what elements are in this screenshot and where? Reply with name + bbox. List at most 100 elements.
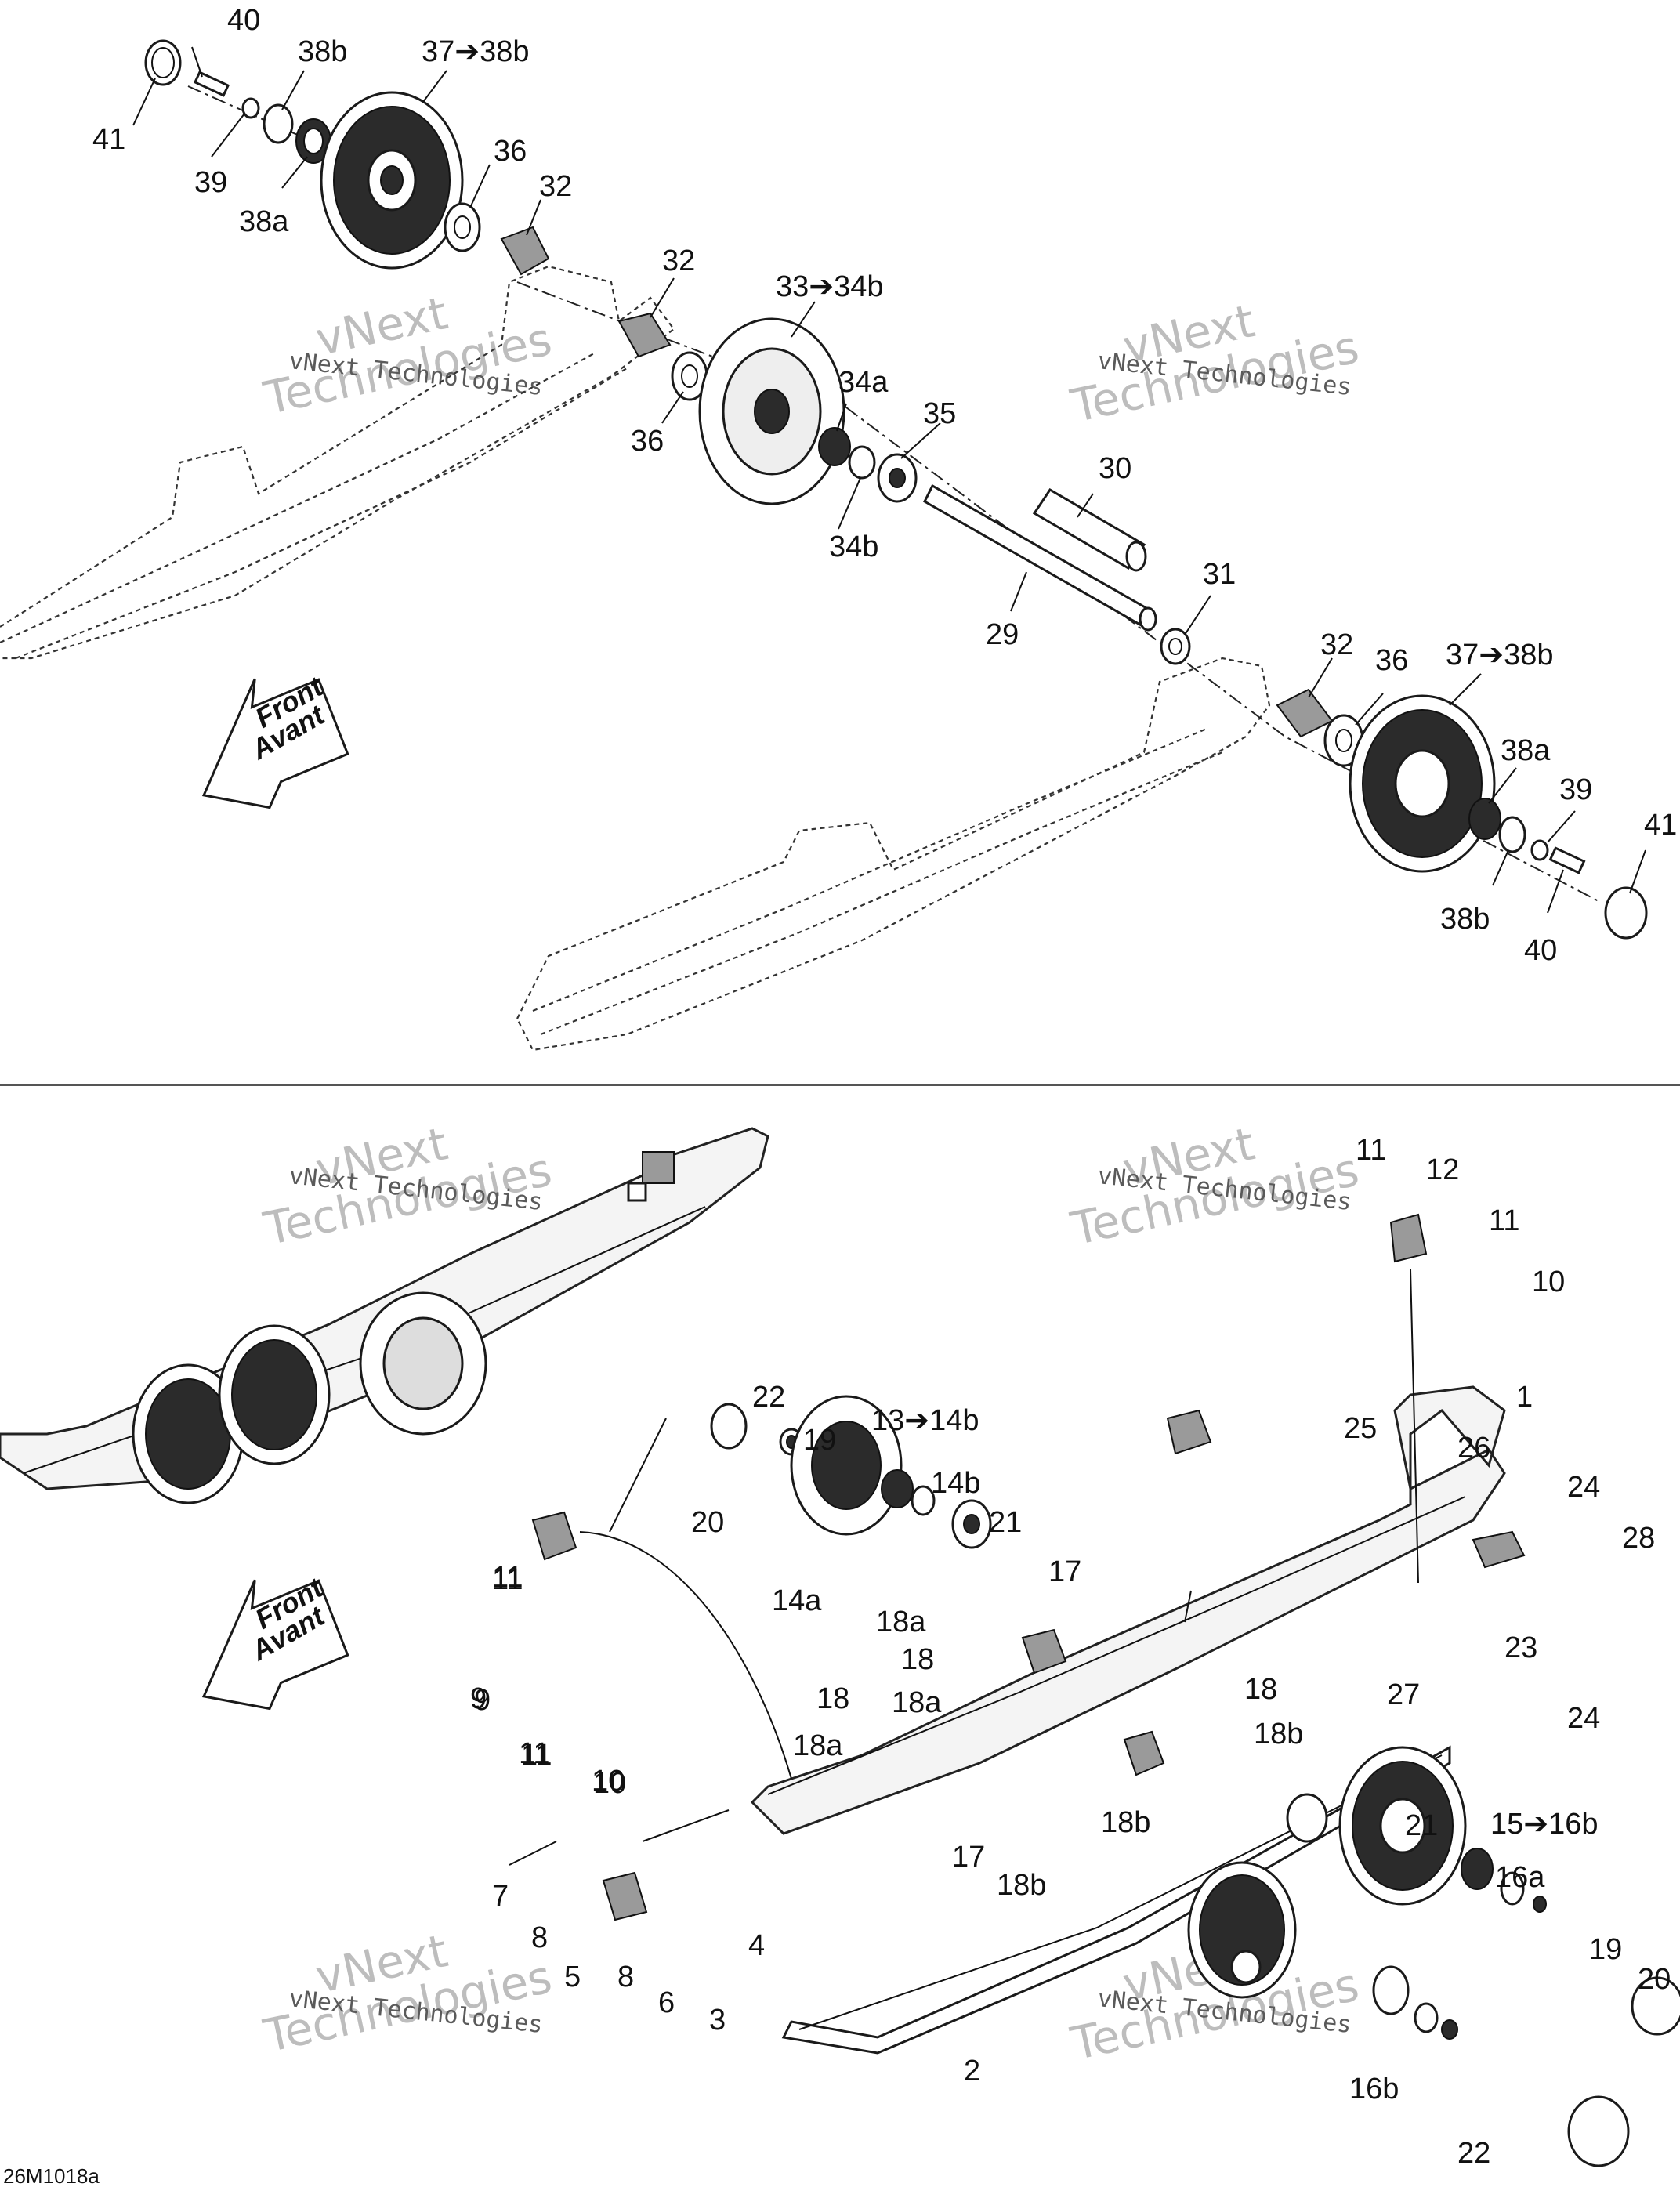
assembled-rail-left <box>0 1127 769 1504</box>
leader-lines <box>132 46 1646 1866</box>
callout: 37➔38b <box>422 35 530 68</box>
bolt-40b <box>1548 846 1586 874</box>
callout: 20 <box>691 1506 724 1539</box>
bushing-32b <box>617 312 672 358</box>
callout: 18b <box>997 1869 1046 1902</box>
callout: 14a <box>772 1584 822 1617</box>
callout: 16a <box>1495 1861 1545 1894</box>
callout: 34b <box>829 530 878 563</box>
callout: 41 <box>1644 809 1677 842</box>
callout: 18b <box>1254 1718 1303 1751</box>
callout: 18 <box>1244 1673 1277 1706</box>
dust-cap-41b <box>1604 886 1648 940</box>
front-arrow-bottom: Front Avant <box>201 1570 349 1711</box>
callout: 11 <box>519 1737 549 1770</box>
callout: 12 <box>1426 1153 1459 1186</box>
axle-group <box>923 483 1191 665</box>
callout: 18a <box>892 1686 942 1719</box>
slider-blocks <box>531 1213 1526 1921</box>
ring-38b-b <box>1498 816 1526 853</box>
callout: 11 <box>492 1563 523 1596</box>
drawing-code: 26M1018a <box>3 2164 100 2187</box>
bottom-wheel-assembly <box>1187 1746 1680 2167</box>
callout: 28 <box>1622 1522 1655 1555</box>
callout: 18 <box>901 1643 934 1676</box>
callout: 10 <box>1532 1265 1565 1298</box>
washer-39 <box>241 97 260 119</box>
wheel-13-assembly <box>710 1395 992 1549</box>
callout: 18a <box>793 1729 843 1762</box>
callout: 29 <box>986 618 1019 651</box>
callout: 11 <box>1489 1204 1519 1237</box>
callout: 38a <box>1501 734 1551 767</box>
callout: 26 <box>1457 1432 1490 1465</box>
callout: 24 <box>1567 1471 1600 1504</box>
callout: 16b <box>1349 2073 1399 2106</box>
callout: 21 <box>1405 1809 1438 1842</box>
callout: 32 <box>1320 628 1353 661</box>
bushing-32 <box>500 226 550 276</box>
callout: 5 <box>564 1961 581 1993</box>
callouts-bottom: 11 12 11 10 22 13➔14b 19 20 14b 21 14a 1… <box>470 1134 1671 2170</box>
callout: 19 <box>1589 1933 1622 1966</box>
ring-38b <box>262 103 294 144</box>
callout: 32 <box>662 244 695 277</box>
callout: 40 <box>1524 934 1557 967</box>
callout: 10 <box>593 1767 626 1800</box>
callout: 22 <box>752 1381 785 1414</box>
callout: 11 <box>521 1739 552 1772</box>
callout: 39 <box>194 166 227 199</box>
callout: 34a <box>838 366 889 399</box>
callout: 18 <box>816 1682 849 1715</box>
callout: 18a <box>876 1606 926 1638</box>
front-arrow-top: Front Avant <box>201 669 349 809</box>
callout: 31 <box>1203 558 1236 591</box>
callout: 9 <box>470 1682 487 1715</box>
callout: 41 <box>92 123 125 156</box>
callouts-top: 40 38b 37➔38b 41 39 38a 36 32 32 33➔34b … <box>92 4 1677 967</box>
callout: 32 <box>539 170 572 203</box>
callout: 9 <box>474 1684 491 1717</box>
ring-34b <box>848 445 876 480</box>
bushing-32c <box>1276 688 1334 738</box>
top-left-wheel-assembly <box>144 39 550 276</box>
callout: 36 <box>1375 644 1408 677</box>
callout: 39 <box>1559 773 1592 806</box>
callout: 2 <box>964 2055 980 2087</box>
callout: 27 <box>1387 1678 1420 1711</box>
callout: 36 <box>631 425 664 458</box>
washer-39b <box>1530 839 1549 861</box>
callout: 13➔14b <box>871 1404 979 1437</box>
bolt-40 <box>193 71 230 97</box>
top-left-ghost-rail <box>0 265 675 660</box>
callout: 40 <box>227 4 260 37</box>
callout: 37➔38b <box>1446 639 1554 672</box>
callout: 17 <box>1048 1555 1081 1588</box>
callout: 23 <box>1504 1631 1537 1664</box>
callout: 30 <box>1099 452 1131 485</box>
callout: 24 <box>1567 1702 1600 1735</box>
top-right-wheel-assembly <box>1276 688 1648 940</box>
bearing-38a-b <box>1468 798 1501 840</box>
callout: 38b <box>1440 903 1490 936</box>
callout: 33➔34b <box>776 270 884 303</box>
callout: 14b <box>931 1467 980 1500</box>
callout: 25 <box>1344 1412 1377 1445</box>
callout: 19 <box>803 1424 836 1457</box>
callout: 7 <box>492 1880 509 1913</box>
callout: 11 <box>1356 1134 1386 1167</box>
callout: 4 <box>748 1929 765 1962</box>
callout: 1 <box>1516 1381 1533 1414</box>
bearing-34a <box>818 427 851 466</box>
callout: 8 <box>531 1921 548 1954</box>
top-right-ghost-rail <box>516 657 1271 1052</box>
callout: 17 <box>952 1841 985 1874</box>
callout: 20 <box>1638 1963 1671 1996</box>
top-middle-wheel-assembly <box>617 312 918 505</box>
callout: 11 <box>492 1561 523 1594</box>
callout: 18b <box>1101 1806 1150 1839</box>
callout: 38b <box>298 35 347 68</box>
callout: 8 <box>617 1961 634 1993</box>
callout: 6 <box>658 1986 675 2019</box>
